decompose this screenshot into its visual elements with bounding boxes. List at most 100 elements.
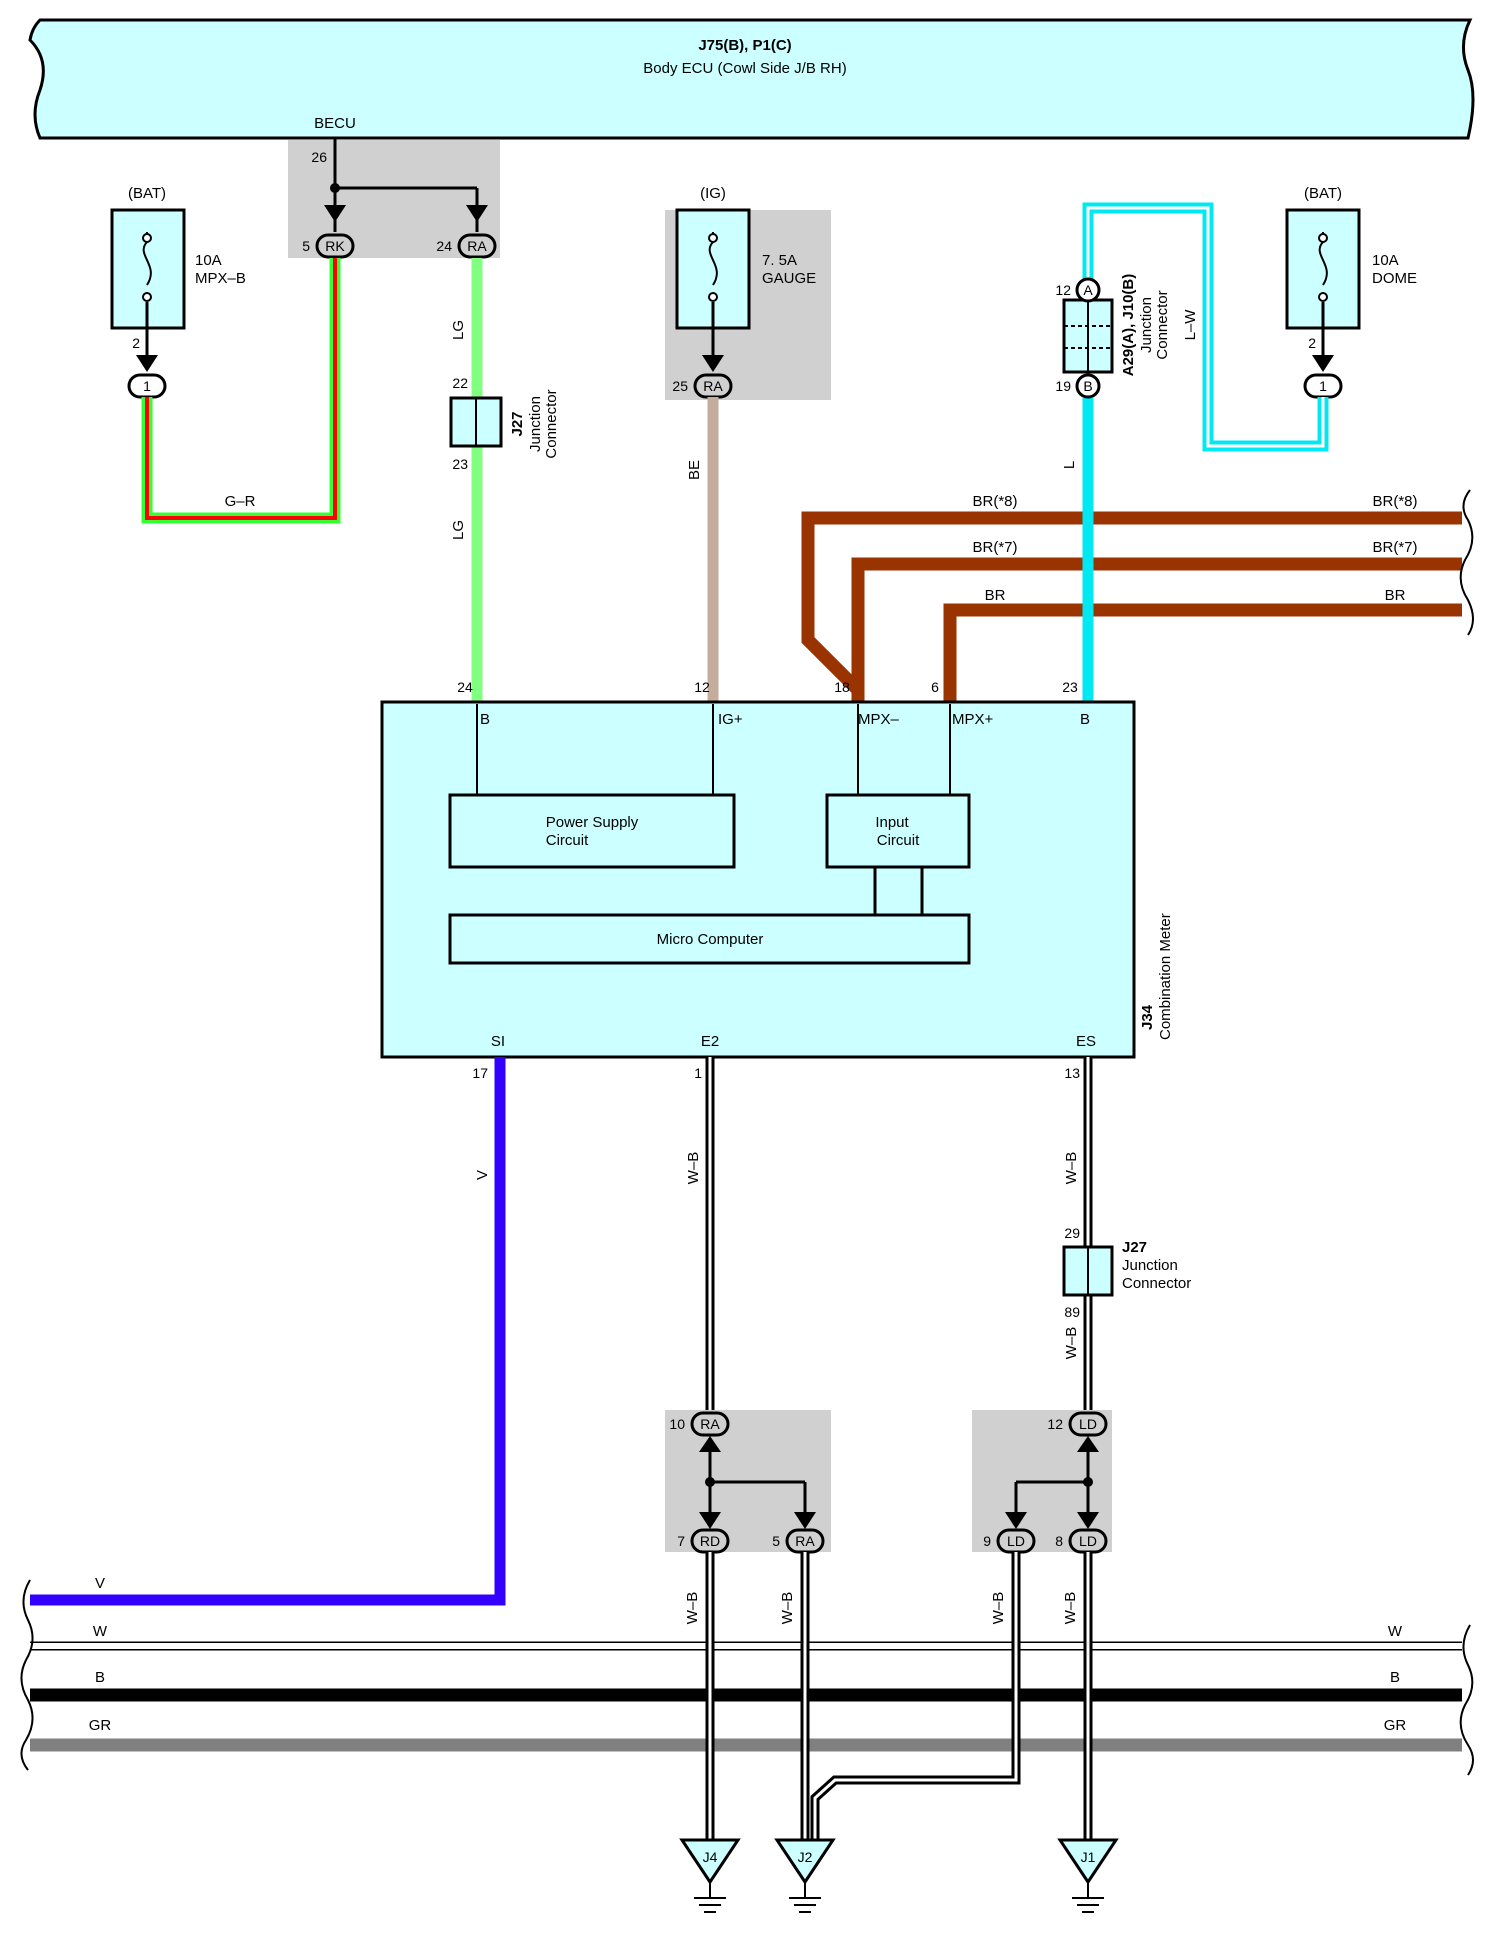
wire-g-r: G–R (141, 258, 341, 524)
svg-text:RA: RA (700, 1416, 720, 1432)
wire-w-b-es: 13 W–B W–B (1063, 1057, 1093, 1410)
meter-code: J34 (1139, 1004, 1156, 1030)
wire-label-b: B (95, 1669, 105, 1686)
svg-text:19: 19 (1055, 378, 1071, 394)
arrow-down-icon (136, 355, 158, 372)
svg-text:ES: ES (1076, 1033, 1096, 1050)
splice-point (705, 1477, 715, 1487)
junction-connector-j27-bottom: 29 89 J27 Junction Connector (1062, 1225, 1191, 1320)
svg-text:10A: 10A (195, 252, 222, 269)
svg-text:1: 1 (143, 378, 151, 394)
wire-v: 17 V V (30, 1057, 506, 1606)
wire-label-gr: GR (89, 1717, 112, 1734)
svg-text:E2: E2 (701, 1033, 719, 1050)
svg-text:9: 9 (983, 1533, 991, 1549)
wire-label-br7: BR(*7) (972, 539, 1017, 556)
svg-text:12: 12 (694, 679, 710, 695)
svg-text:GR: GR (1384, 1717, 1407, 1734)
svg-text:RA: RA (795, 1533, 815, 1549)
svg-text:24: 24 (457, 679, 473, 695)
svg-text:7. 5A: 7. 5A (762, 252, 797, 269)
svg-text:W–B: W–B (779, 1592, 796, 1625)
wire-w-b-e2: 1 W–B (685, 1057, 715, 1410)
wire-lg: LG LG (450, 258, 483, 702)
svg-text:6: 6 (931, 679, 939, 695)
svg-text:13: 13 (1064, 1065, 1080, 1081)
svg-text:MPX–: MPX– (858, 711, 900, 728)
svg-text:RA: RA (467, 238, 487, 254)
arrow-down-icon (1077, 1512, 1099, 1529)
svg-text:Connector: Connector (1154, 290, 1171, 359)
ground-icon (774, 1838, 836, 1885)
input-circuit (825, 793, 971, 869)
body-ecu: J75(B), P1(C) Body ECU (Cowl Side J/B RH… (28, 18, 1475, 140)
svg-text:10A: 10A (1372, 252, 1399, 269)
svg-text:B: B (1080, 711, 1090, 728)
wire-label-w: W (93, 1623, 108, 1640)
junction-connector-a29: A 12 B 19 A29(A), J10(B) Junction Connec… (1055, 274, 1171, 399)
junction-connector-j27-top: 22 23 J27 Junction Connector (449, 375, 560, 472)
svg-text:IG+: IG+ (718, 711, 743, 728)
svg-text:BR(*8): BR(*8) (1372, 493, 1417, 510)
svg-text:2: 2 (1308, 335, 1316, 351)
svg-text:SI: SI (491, 1033, 505, 1050)
connector-a (1075, 277, 1101, 303)
svg-text:J2: J2 (798, 1849, 813, 1865)
meter-name: Combination Meter (1157, 913, 1174, 1040)
wire-w-b-j1: W–B (1062, 1552, 1093, 1840)
svg-text:29: 29 (1064, 1225, 1080, 1241)
fuse-dome: (BAT) 10A DOME 2 1 (1285, 185, 1417, 399)
arrow-down-icon (324, 205, 346, 222)
svg-text:(BAT): (BAT) (128, 185, 166, 202)
splice-point (1083, 1477, 1093, 1487)
svg-text:12: 12 (1055, 282, 1071, 298)
ecu-pin-26: 26 (311, 149, 327, 165)
wire-gr-bus: GR GR (30, 1717, 1462, 1752)
wire-label-v: V (474, 1170, 491, 1180)
wire-w-b-j2: W–B W–B (779, 1552, 1021, 1840)
wire-br7: BR(*7) BR(*7) (851, 539, 1462, 702)
svg-text:12: 12 (1047, 1416, 1063, 1432)
svg-text:RD: RD (700, 1533, 720, 1549)
svg-text:8: 8 (1055, 1533, 1063, 1549)
fuse-icon (142, 241, 152, 286)
svg-text:Junction: Junction (1138, 297, 1155, 353)
svg-text:Junction: Junction (527, 396, 544, 452)
svg-text:Connector: Connector (1122, 1275, 1191, 1292)
svg-text:Connector: Connector (543, 389, 560, 458)
wire-label-w-b: W–B (1063, 1152, 1080, 1185)
svg-text:Micro Computer: Micro Computer (657, 931, 764, 948)
svg-text:24: 24 (436, 238, 452, 254)
svg-text:23: 23 (1062, 679, 1078, 695)
micro-computer (448, 913, 971, 965)
ground-j1: J1 (1057, 1838, 1119, 1913)
svg-text:18: 18 (834, 679, 850, 695)
svg-text:B: B (1390, 1669, 1400, 1686)
arrow-down-icon (466, 205, 488, 222)
arrow-down-icon (794, 1512, 816, 1529)
svg-text:B: B (480, 711, 490, 728)
arrow-down-icon (699, 1512, 721, 1529)
ecu-pin-label: BECU (314, 115, 356, 132)
junction-block-bottom-right: LD 12 LD 9 LD 8 (972, 1410, 1112, 1554)
wire-label-l-w: L–W (1182, 309, 1199, 341)
break-mark (1459, 1624, 1474, 1776)
svg-text:LD: LD (1079, 1533, 1097, 1549)
svg-text:RA: RA (703, 378, 723, 394)
svg-text:23: 23 (452, 456, 468, 472)
fuse-icon (708, 241, 718, 286)
connector-b (1075, 373, 1101, 399)
connector-ld (1068, 1411, 1108, 1437)
svg-text:5: 5 (302, 238, 310, 254)
wire-br: BR BR (943, 587, 1462, 702)
svg-text:RK: RK (325, 238, 345, 254)
svg-text:Junction: Junction (1122, 1257, 1178, 1274)
ecu-banner (28, 18, 1475, 140)
svg-text:V: V (95, 1575, 105, 1592)
wire-label-lg: LG (450, 520, 467, 540)
svg-text:BR: BR (1385, 587, 1406, 604)
svg-text:BR(*7): BR(*7) (1372, 539, 1417, 556)
break-mark (20, 1579, 34, 1771)
splice-point (330, 183, 340, 193)
